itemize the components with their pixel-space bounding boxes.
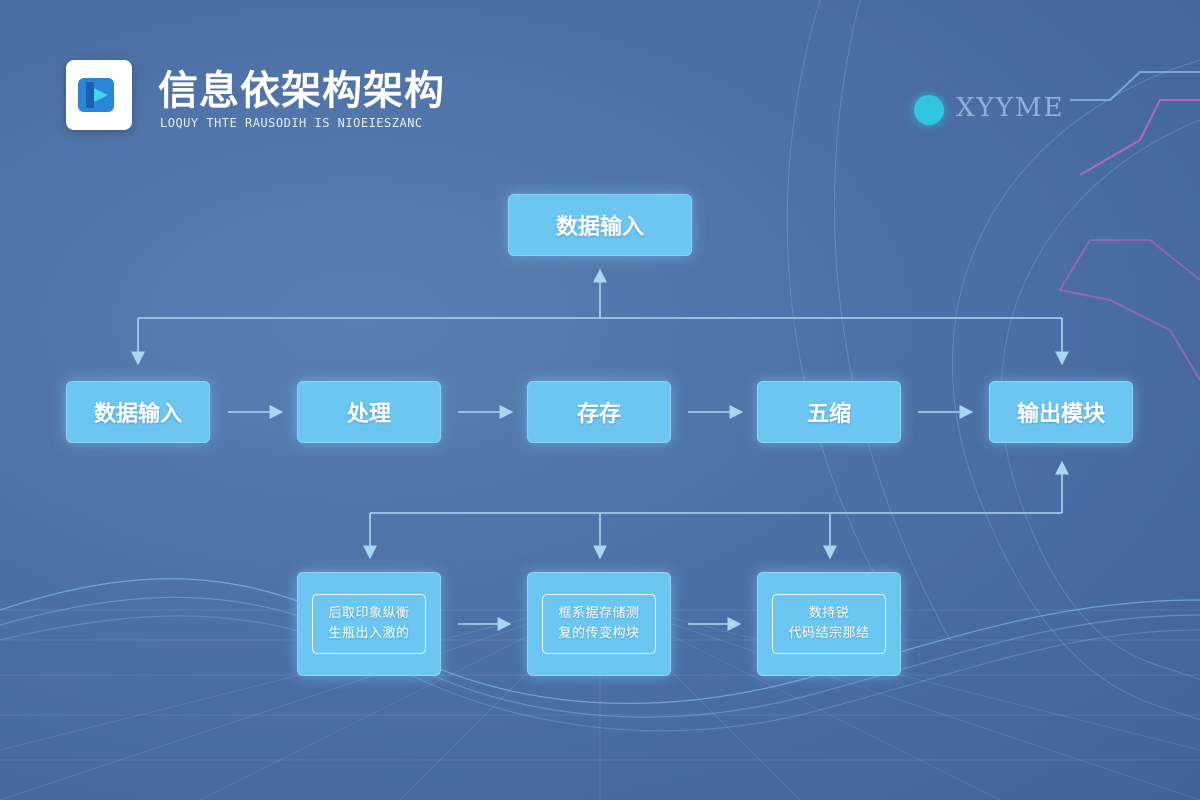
logo-badge: [66, 60, 132, 130]
node-sub-3-line1: 数持锐: [808, 606, 850, 621]
node-sub-1-line1: 后取印象纵衡: [328, 606, 410, 621]
node-sub-3-frame: 数持锐 代码结宗那结: [772, 594, 886, 654]
node-storage[interactable]: 存存: [527, 381, 671, 443]
node-sub-2-line1: 框系据存储测: [558, 606, 640, 621]
node-processing[interactable]: 处理: [297, 381, 441, 443]
node-sub-2[interactable]: 框系据存储测 复的传变构块: [527, 572, 671, 676]
node-sub-1[interactable]: 后取印象纵衡 生瓶出入激的: [297, 572, 441, 676]
play-logo-icon: [78, 78, 114, 112]
node-sub-1-line2: 生瓶出入激的: [328, 626, 410, 641]
node-data-input-top[interactable]: 数据输入: [508, 194, 692, 256]
node-sub-2-line2: 复的传变构块: [558, 626, 640, 641]
status-dot: [914, 95, 944, 125]
node-output-module[interactable]: 输出模块: [989, 381, 1133, 443]
node-sub-1-frame: 后取印象纵衡 生瓶出入激的: [312, 594, 426, 654]
node-compress[interactable]: 五缩: [757, 381, 901, 443]
node-sub-3[interactable]: 数持锐 代码结宗那结: [757, 572, 901, 676]
page-title: 信息依架构架构: [158, 68, 445, 114]
node-sub-2-frame: 框系据存储测 复的传变构块: [542, 594, 656, 654]
page-subtitle: LOQUY THTE RAUSODIH IS NIOEIESZANC: [160, 116, 423, 130]
status-label: XYYME: [956, 93, 1065, 123]
node-data-input[interactable]: 数据输入: [66, 381, 210, 443]
node-sub-3-line2: 代码结宗那结: [788, 626, 870, 641]
